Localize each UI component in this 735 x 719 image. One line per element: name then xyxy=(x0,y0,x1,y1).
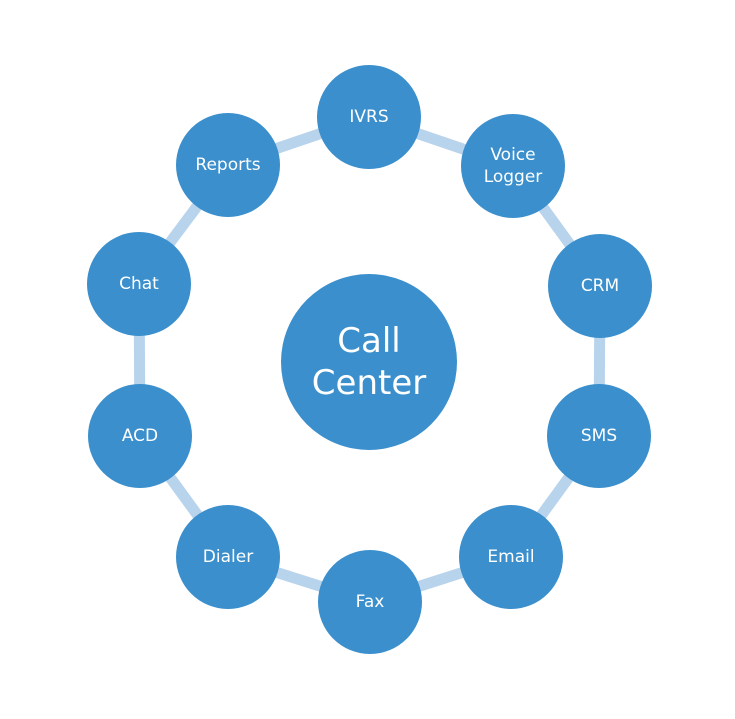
node-dialer-circle xyxy=(176,505,280,609)
node-chat-label-line-1: Chat xyxy=(119,274,159,294)
node-acd-circle xyxy=(88,384,192,488)
node-reports: Reports xyxy=(176,113,280,217)
node-email-label-line-1: Email xyxy=(487,547,534,567)
node-voice-logger-label-line-1: Voice xyxy=(490,145,535,165)
node-fax: Fax xyxy=(318,550,422,654)
node-ivrs: IVRS xyxy=(317,65,421,169)
node-crm: CRM xyxy=(548,234,652,338)
node-email-circle xyxy=(459,505,563,609)
node-crm-label-line-1: CRM xyxy=(581,276,619,296)
node-dialer-label-line-1: Dialer xyxy=(203,547,253,567)
node-dialer: Dialer xyxy=(176,505,280,609)
node-reports-label-line-1: Reports xyxy=(195,155,260,175)
node-acd-label-line-1: ACD xyxy=(122,426,158,446)
node-voice-logger-circle xyxy=(461,114,565,218)
center-label-line-1: Call xyxy=(337,321,400,361)
node-email: Email xyxy=(459,505,563,609)
node-reports-circle xyxy=(176,113,280,217)
node-ivrs-label-line-1: IVRS xyxy=(349,107,388,127)
node-crm-circle xyxy=(548,234,652,338)
center-circle xyxy=(281,274,457,450)
node-chat-circle xyxy=(87,232,191,336)
node-chat: Chat xyxy=(87,232,191,336)
node-fax-label-line-1: Fax xyxy=(356,592,385,612)
node-sms-label-line-1: SMS xyxy=(581,426,617,446)
node-sms: SMS xyxy=(547,384,651,488)
node-ivrs-circle xyxy=(317,65,421,169)
node-sms-circle xyxy=(547,384,651,488)
center-label-line-2: Center xyxy=(312,363,426,403)
node-acd: ACD xyxy=(88,384,192,488)
node-voice-logger-label-line-2: Logger xyxy=(484,167,543,187)
node-fax-circle xyxy=(318,550,422,654)
